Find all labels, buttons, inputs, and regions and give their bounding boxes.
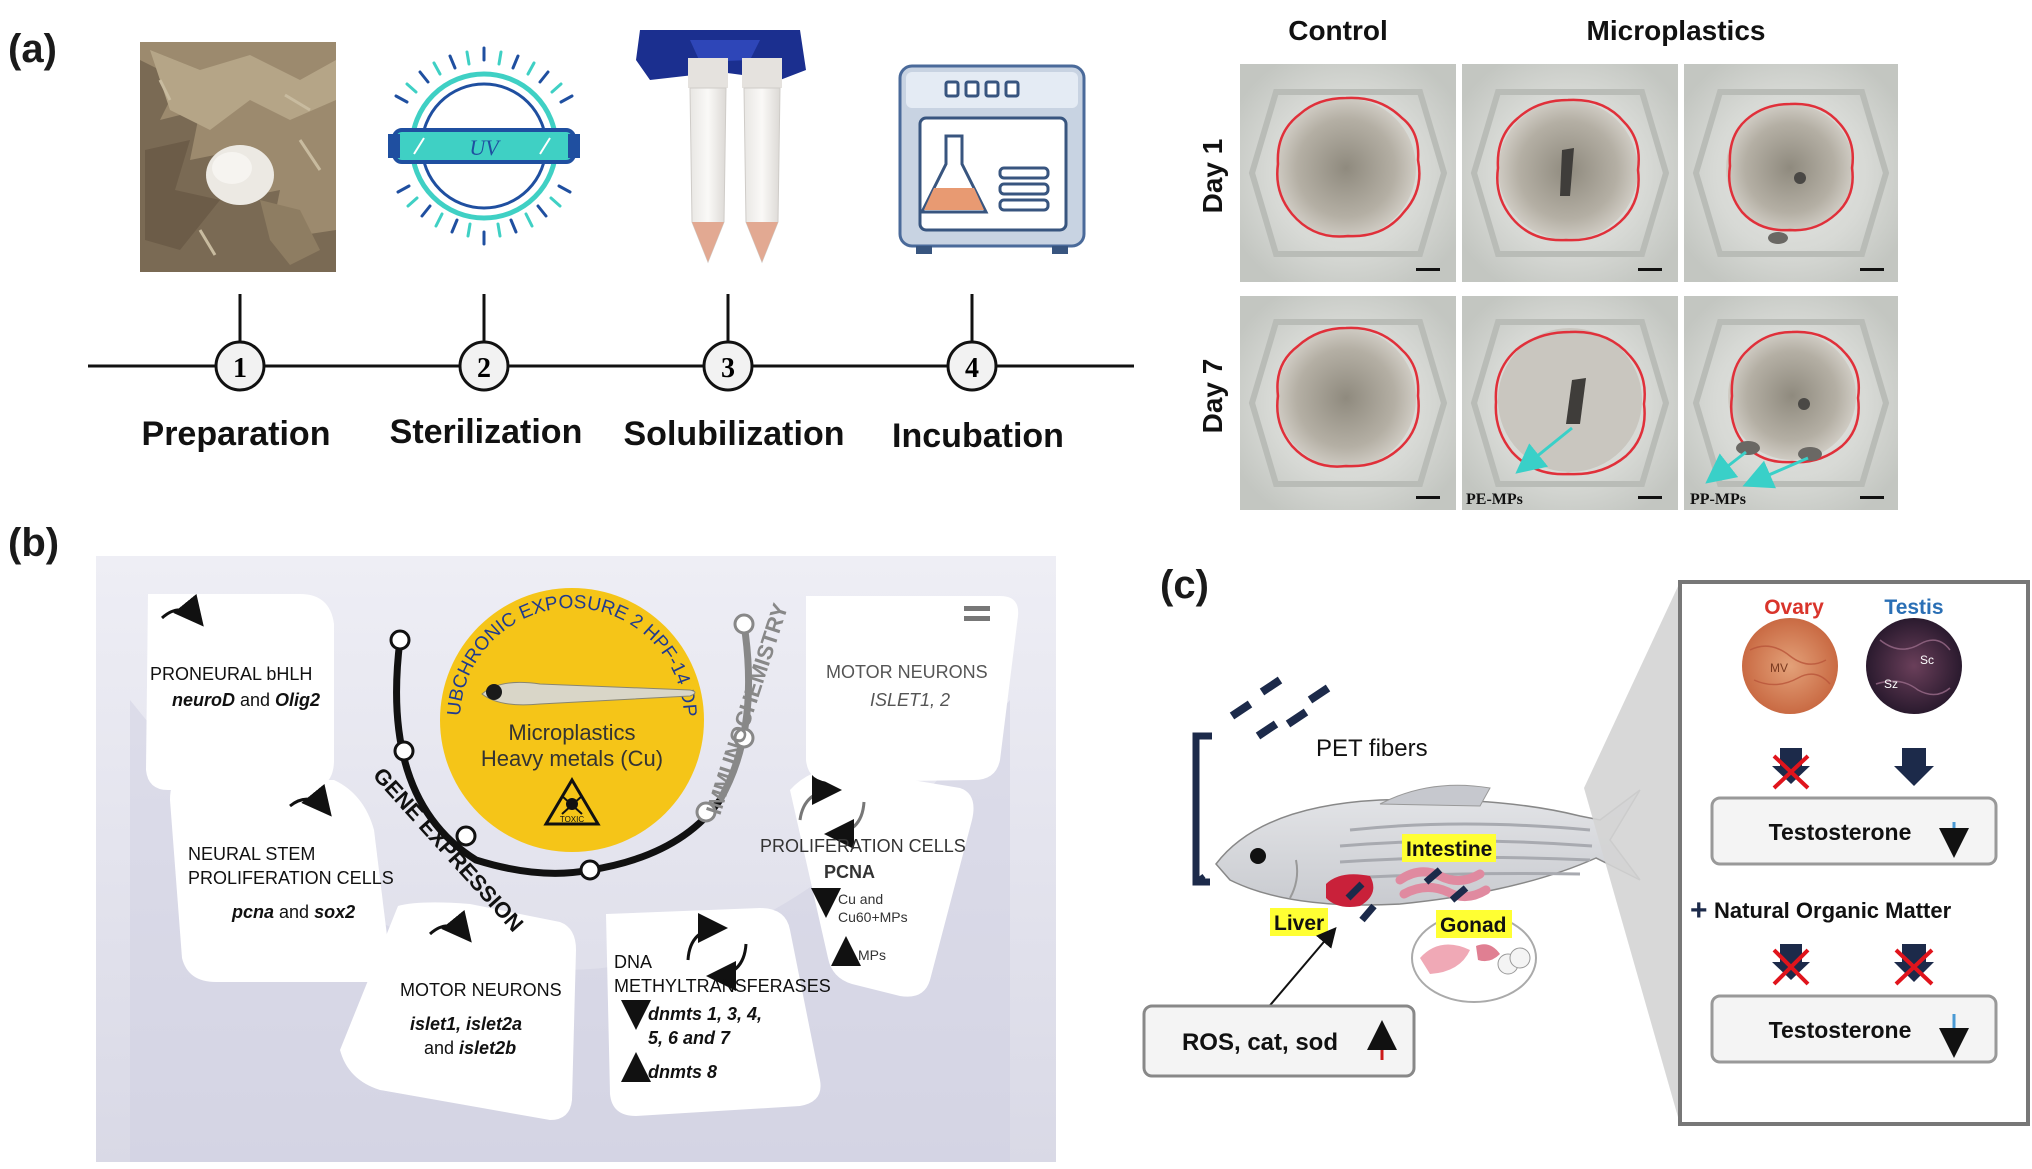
- svg-text:neuroD and Olig2: neuroD and Olig2: [172, 690, 320, 710]
- pp-mps-label: PP-MPs: [1690, 491, 1746, 508]
- svg-text:Cu and: Cu and: [838, 891, 883, 907]
- ros-label: ROS, cat, sod: [1182, 1029, 1338, 1056]
- svg-text:PROLIFERATION CELLS: PROLIFERATION CELLS: [760, 836, 966, 856]
- micrograph-pe-day7: PE-MPs: [1462, 296, 1678, 510]
- svg-text:MV: MV: [1770, 661, 1788, 675]
- gonad-detail-box: Ovary Testis MV Sc Sz Testosterone + Nat…: [1678, 580, 2030, 1126]
- svg-text:PRONEURAL bHLH: PRONEURAL bHLH: [150, 664, 312, 684]
- timeline-step-1: 1 Preparation: [142, 340, 331, 453]
- svg-text:and islet2b: and islet2b: [424, 1038, 516, 1058]
- timeline-step-2: 2 Sterilization: [390, 340, 583, 451]
- micrograph-control-day7: [1240, 296, 1456, 510]
- step-label-preparation: Preparation: [142, 415, 331, 453]
- micrograph-control-day1: [1240, 64, 1456, 282]
- svg-text:dnmts 8: dnmts 8: [648, 1062, 717, 1082]
- incubator-icon: [898, 64, 1086, 254]
- svg-text:4: 4: [965, 353, 979, 384]
- pet-fibers-label: PET fibers: [1316, 735, 1428, 762]
- card-dna-methyltransferases: DNA METHYLTRANSFERASES dnmts 1, 3, 4, 5,…: [606, 908, 831, 1116]
- svg-text:3: 3: [721, 353, 735, 384]
- panel-c-label: (c): [1160, 563, 1209, 607]
- svg-text:2: 2: [477, 353, 491, 384]
- card-motor-neurons-immuno: = MOTOR NEURONS ISLET1, 2: [806, 596, 1019, 782]
- ovary-label: Ovary: [1764, 596, 1824, 619]
- svg-text:TOXIC: TOXIC: [560, 815, 585, 824]
- micro-col-control: Control: [1288, 15, 1388, 46]
- card-proneural: PRONEURAL bHLH neuroD and Olig2: [146, 593, 334, 790]
- center-microplastics: Microplastics: [508, 720, 635, 745]
- micrograph-pp-day1: [1684, 64, 1898, 282]
- micro-col-microplastics: Microplastics: [1587, 15, 1766, 46]
- svg-text:pcna and sox2: pcna and sox2: [231, 902, 355, 922]
- svg-text:PCNA: PCNA: [824, 862, 875, 882]
- svg-text:MOTOR NEURONS: MOTOR NEURONS: [826, 662, 988, 682]
- svg-text:DNA: DNA: [614, 952, 652, 972]
- testis-label: Testis: [1884, 596, 1943, 619]
- pe-mps-label: PE-MPs: [1466, 491, 1523, 508]
- ros-box: ROS, cat, sod: [1142, 1004, 1416, 1078]
- svg-text:islet1, islet2a: islet1, islet2a: [410, 1014, 522, 1034]
- panel-a-label: (a): [8, 27, 57, 71]
- zebrafish-icon: [1215, 784, 1641, 1003]
- card-neural-stem: NEURAL STEM PROLIFERATION CELLS pcna and…: [170, 780, 394, 982]
- svg-text:5, 6 and 7: 5, 6 and 7: [648, 1028, 731, 1048]
- timeline-step-4: 4 Incubation: [892, 340, 1064, 455]
- micro-row-day1: Day 1: [1197, 139, 1228, 214]
- step-label-solubilization: Solubilization: [624, 415, 845, 453]
- liver-label: Liver: [1274, 912, 1324, 935]
- svg-text:MOTOR NEURONS: MOTOR NEURONS: [400, 980, 562, 1000]
- micrograph-pp-day7: PP-MPs: [1684, 296, 1898, 510]
- nom-label: Natural Organic Matter: [1714, 898, 1952, 923]
- svg-text:ISLET1, 2: ISLET1, 2: [870, 690, 950, 710]
- testosterone-label-1: Testosterone: [1769, 819, 1912, 845]
- svg-text:dnmts 1, 3, 4,: dnmts 1, 3, 4,: [648, 1004, 762, 1024]
- pet-fibers-icon: PET fibers: [1192, 676, 1428, 886]
- step-label-sterilization: Sterilization: [390, 413, 583, 451]
- intestine-label: Intestine: [1406, 838, 1492, 861]
- micro-row-day7: Day 7: [1197, 359, 1228, 434]
- card-motor-neurons-gene: MOTOR NEURONS islet1, islet2a and islet2…: [340, 902, 576, 1120]
- uv-text: UV: [469, 135, 501, 160]
- gonad-label: Gonad: [1440, 914, 1507, 937]
- svg-text:MPs: MPs: [858, 947, 886, 963]
- zebrafish-larva-icon: [481, 681, 696, 706]
- toxic-warning-icon: TOXIC: [543, 777, 601, 826]
- micrograph-pe-day1: [1462, 64, 1678, 282]
- preparation-photo: [140, 42, 336, 272]
- center-heavy-metals: Heavy metals (Cu): [481, 746, 663, 771]
- panel-b-label: (b): [8, 521, 59, 565]
- uv-lamp-icon: UV: [388, 46, 580, 246]
- svg-text:Cu60+MPs: Cu60+MPs: [838, 909, 908, 925]
- timeline-step-3: 3 Solubilization: [624, 340, 845, 453]
- card-proliferation-pcna: PROLIFERATION CELLS PCNA Cu and Cu60+MPs…: [760, 768, 974, 997]
- svg-text:PROLIFERATION CELLS: PROLIFERATION CELLS: [188, 868, 394, 888]
- svg-text:NEURAL STEM: NEURAL STEM: [188, 844, 315, 864]
- svg-text:Sc: Sc: [1920, 653, 1934, 667]
- testosterone-label-2: Testosterone: [1769, 1017, 1912, 1043]
- step-label-incubation: Incubation: [892, 417, 1064, 455]
- svg-text:METHYLTRANSFERASES: METHYLTRANSFERASES: [614, 976, 831, 996]
- svg-text:Sz: Sz: [1884, 677, 1898, 691]
- tubes-photo: [636, 30, 806, 264]
- svg-text:1: 1: [233, 353, 247, 384]
- nom-plus: +: [1690, 894, 1708, 927]
